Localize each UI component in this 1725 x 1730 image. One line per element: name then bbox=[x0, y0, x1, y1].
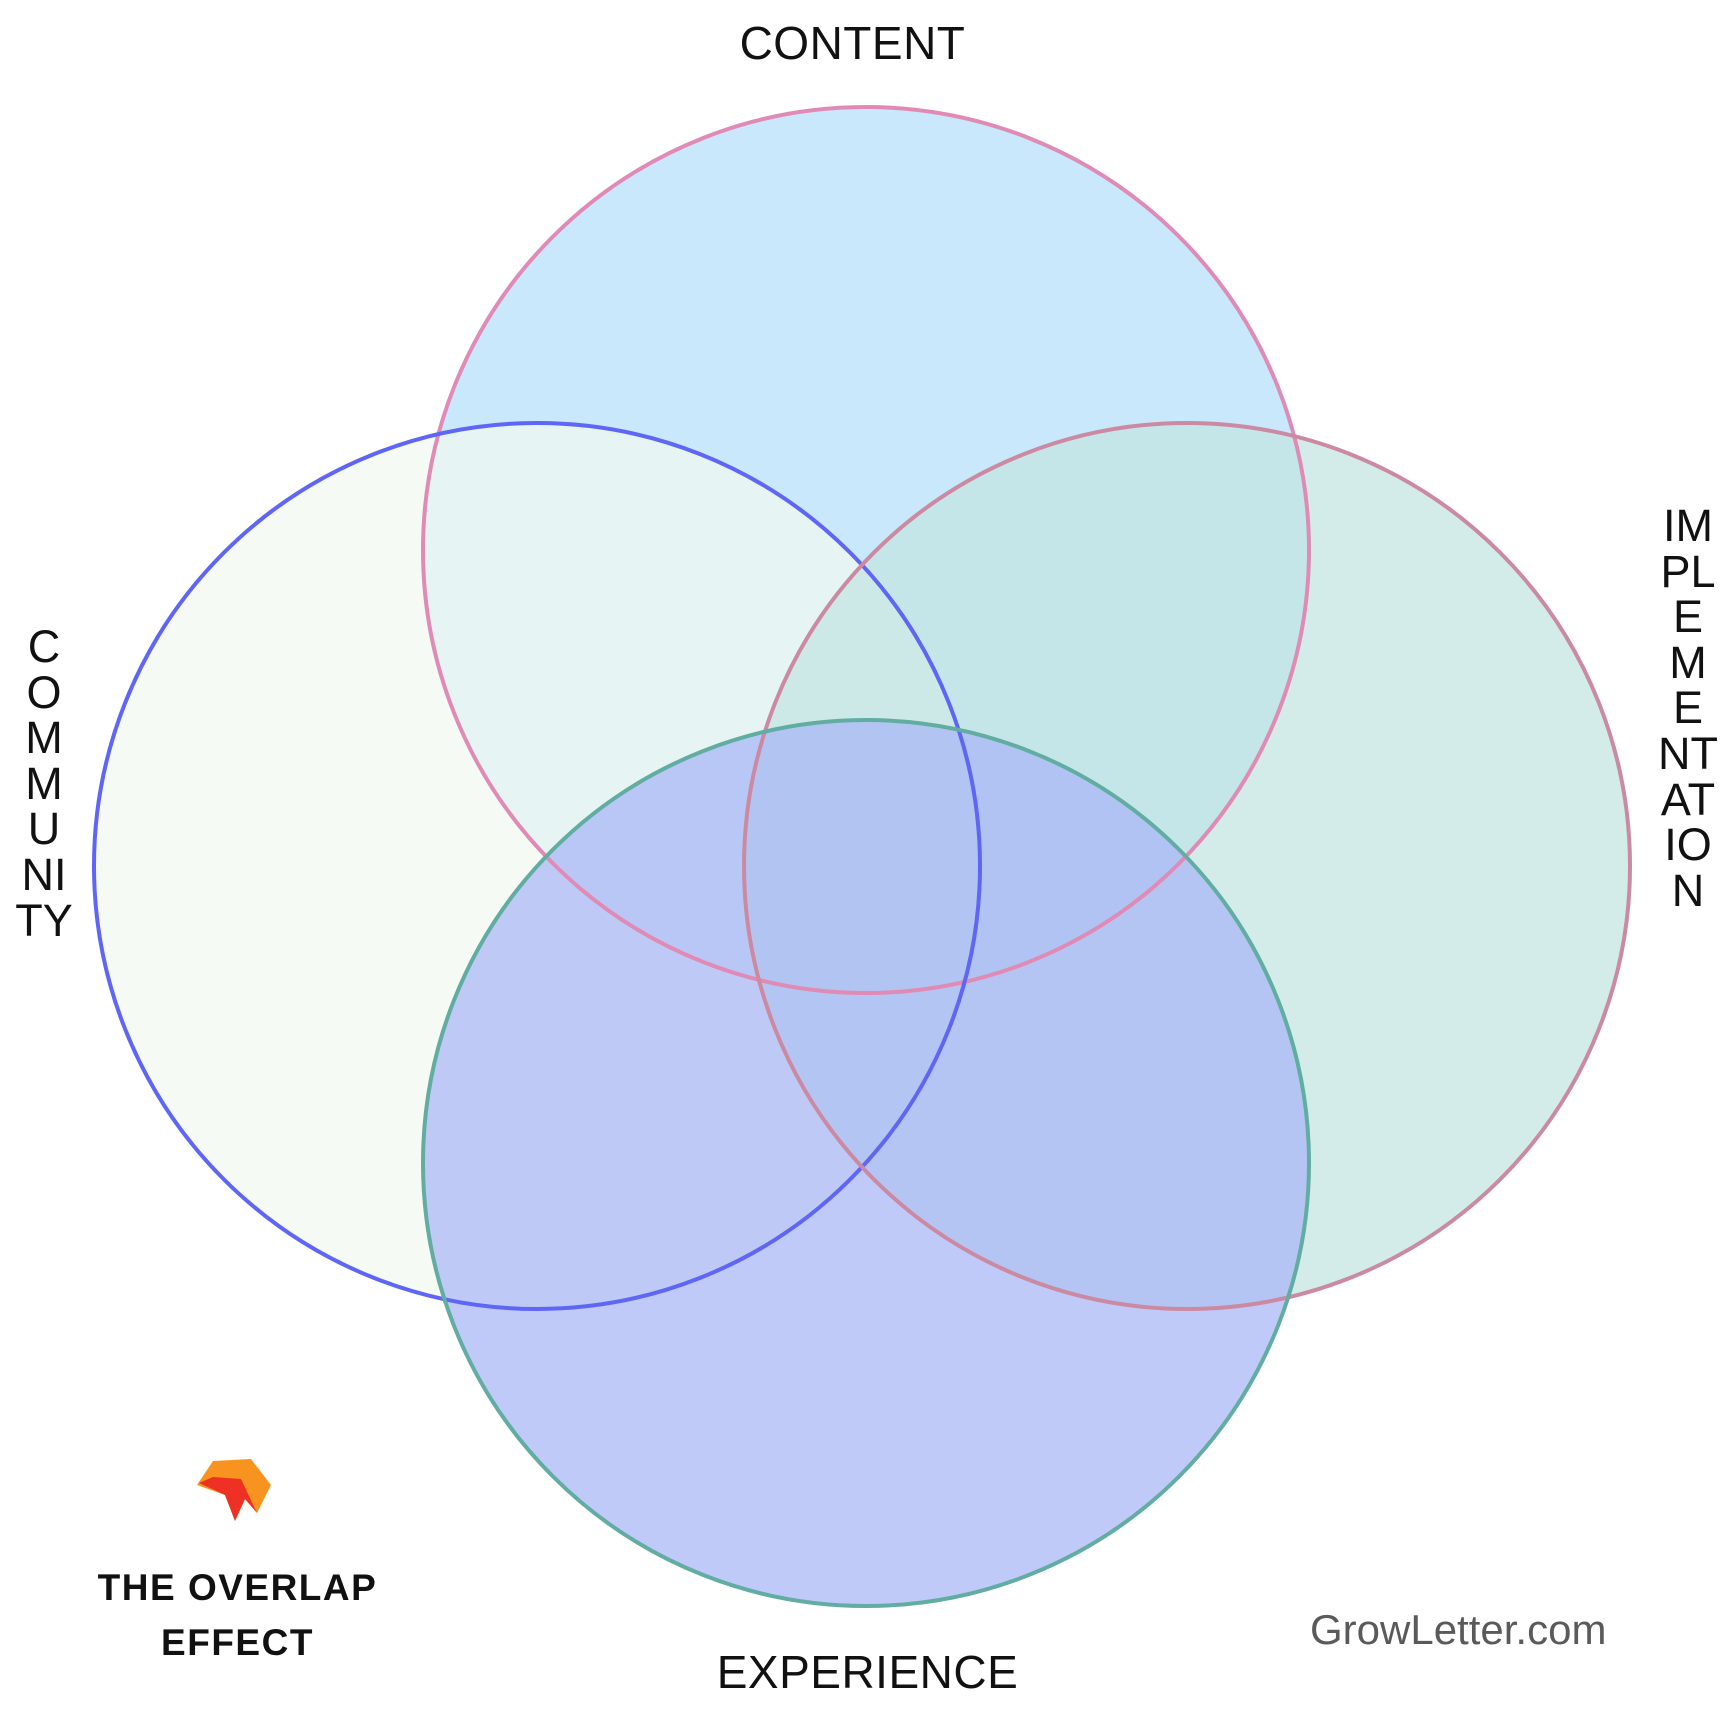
overlap-effect-title: THE OVERLAP EFFECT bbox=[97, 1567, 378, 1663]
community-circle-outline bbox=[92, 421, 982, 1311]
overlap-effect-logo-icon bbox=[197, 1459, 271, 1521]
implementation-circle-outline bbox=[742, 421, 1632, 1311]
growletter-watermark: GrowLetter.com bbox=[1310, 1606, 1607, 1653]
content-circle-outline bbox=[421, 105, 1311, 995]
implementation-label: IMPLEMENTATION bbox=[1658, 500, 1718, 916]
experience-circle-outline bbox=[421, 718, 1311, 1608]
experience-label: EXPERIENCE bbox=[716, 1646, 1019, 1698]
logo-front-shape bbox=[199, 1477, 257, 1521]
content-label: CONTENT bbox=[739, 17, 966, 69]
community-label: COMMUNITY bbox=[15, 621, 73, 946]
